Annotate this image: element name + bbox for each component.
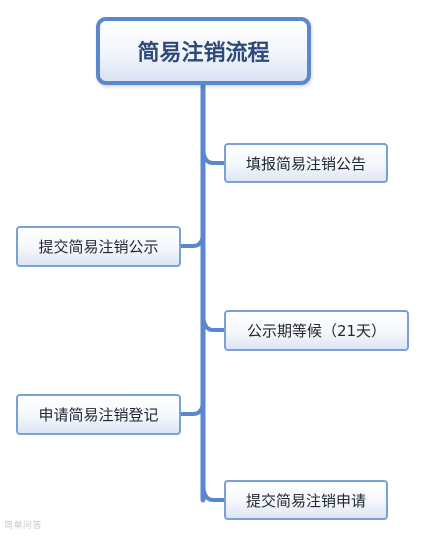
branch-left-1 bbox=[181, 231, 205, 248]
node-fill-announcement: 填报简易注销公告 bbox=[224, 143, 388, 183]
branch-right-1 bbox=[201, 145, 224, 165]
node-submit-application: 提交简易注销申请 bbox=[224, 480, 388, 520]
branch-right-3 bbox=[201, 481, 224, 502]
node-submit-publicity: 提交简易注销公示 bbox=[16, 226, 181, 267]
node-apply-registration: 申请简易注销登记 bbox=[16, 394, 181, 435]
branch-right-2 bbox=[201, 311, 224, 332]
branch-left-2 bbox=[181, 399, 205, 416]
watermark-text: 简单问答 bbox=[4, 521, 43, 531]
node-publicity-wait: 公示期等候（21天） bbox=[224, 310, 409, 351]
root-node-title: 简易注销流程 bbox=[96, 17, 311, 85]
